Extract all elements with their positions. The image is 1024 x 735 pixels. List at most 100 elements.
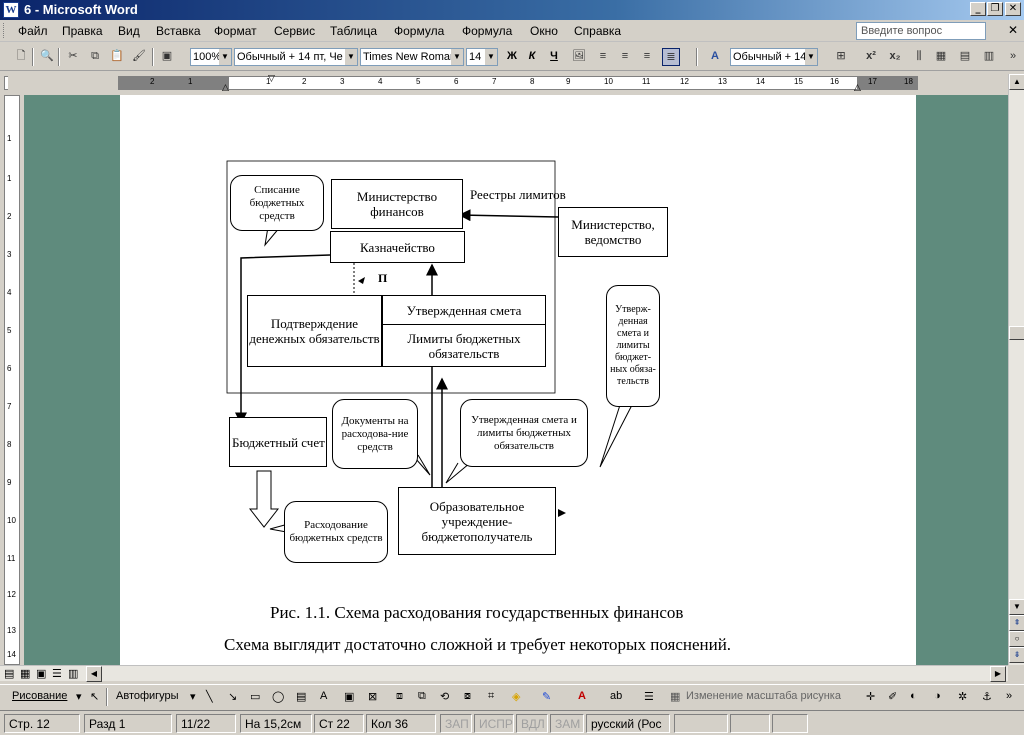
pencil-icon[interactable]: ✐ [888, 691, 898, 703]
menu-tools[interactable]: Сервис [274, 24, 316, 38]
menu-table[interactable]: Таблица [330, 24, 378, 38]
status-rec[interactable]: ЗАП [440, 714, 472, 733]
line-icon[interactable]: ╲ [206, 691, 213, 703]
status-track-changes[interactable]: ИСПР [474, 714, 514, 733]
align-center-icon[interactable]: ≡ [621, 50, 629, 62]
underline-button[interactable]: Ч [550, 50, 558, 62]
fill-color-icon[interactable]: ◈ [512, 691, 521, 703]
rectangle-icon[interactable]: ▭ [250, 691, 261, 703]
help-question-input[interactable]: Введите вопрос [856, 22, 986, 40]
menu-file[interactable]: Файл [18, 24, 48, 38]
line-color-icon[interactable]: ✎ [542, 691, 552, 703]
bold-button[interactable]: Ж [507, 50, 517, 62]
zoom-select[interactable]: 100%▼ [190, 48, 232, 66]
resize-picture-icon[interactable]: ▦ [670, 691, 681, 703]
style-select-secondary[interactable]: Обычный + 14▼ [730, 48, 818, 66]
font-size-select[interactable]: 14▼ [466, 48, 498, 66]
previous-page-icon[interactable]: ⇞ [1009, 615, 1024, 631]
scroll-thumb[interactable] [1009, 326, 1024, 340]
toolbar-options-icon[interactable]: » [1009, 50, 1017, 62]
next-page-icon[interactable]: ⇟ [1009, 647, 1024, 663]
minimize-button[interactable]: _ [970, 2, 986, 16]
status-overtype[interactable]: ЗАМ [550, 714, 584, 733]
highlight-icon[interactable]: ab [610, 690, 623, 702]
outline-view-icon[interactable]: ☰ [52, 668, 62, 680]
crosshair-icon[interactable]: ✛ [866, 691, 876, 703]
crop-icon[interactable]: ⌗ [488, 690, 495, 702]
sparkle-icon[interactable]: ✲ [958, 691, 968, 703]
scroll-up-icon[interactable]: ▲ [1009, 74, 1024, 90]
paste-icon[interactable]: 📋 [110, 50, 124, 62]
status-language[interactable]: русский (Рос [586, 714, 670, 733]
oval-icon[interactable]: ◯ [272, 691, 285, 703]
close-document-icon[interactable]: ✕ [1008, 23, 1019, 37]
print-layout-icon[interactable]: ▣ [36, 668, 47, 680]
borders-icon[interactable]: ⊞ [836, 50, 846, 62]
scroll-right-icon[interactable]: ▶ [990, 666, 1006, 682]
align-right-icon[interactable]: ≡ [643, 50, 651, 62]
justify-icon[interactable]: ≣ [662, 48, 680, 66]
rotate-icon[interactable]: ⟲ [440, 691, 450, 703]
menu-insert[interactable]: Вставка [156, 24, 201, 38]
cut-icon[interactable]: ✂ [68, 50, 78, 62]
italic-button[interactable]: К [528, 50, 536, 62]
drawing-menu[interactable]: Рисование [12, 690, 68, 702]
draw-table-icon[interactable]: ▦ [935, 50, 947, 62]
normal-view-icon[interactable]: ▤ [4, 668, 15, 680]
menu-grip[interactable] [3, 23, 6, 38]
shadow-icon[interactable]: ◐ [910, 690, 917, 702]
menu-help[interactable]: Справка [574, 24, 622, 38]
superscript-icon[interactable]: x² [866, 50, 876, 62]
insert-row-icon[interactable]: ▥ [983, 50, 995, 62]
clip-art-icon[interactable]: ▣ [344, 691, 355, 703]
print-preview-icon[interactable]: 🔍 [40, 50, 54, 62]
text-box-icon[interactable]: ▤ [296, 691, 307, 703]
font-color-icon[interactable]: A [578, 690, 586, 702]
insert-picture-icon[interactable]: ⊠ [368, 691, 378, 703]
anchor-icon[interactable]: ⚓ [982, 691, 992, 703]
resize-picture-button[interactable]: Изменение масштаба рисунка [686, 690, 841, 702]
3d-icon[interactable]: ◑ [934, 690, 941, 702]
new-document-icon[interactable]: 🗋 [16, 50, 26, 62]
document-page[interactable]: Министерство финансов Реестры лимитов Ми… [120, 95, 916, 665]
menu-window[interactable]: Окно [530, 24, 558, 38]
horizontal-scrollbar[interactable]: ▤ ▦ ▣ ☰ ▥ ◀ ▶ [0, 665, 1008, 682]
web-view-icon[interactable]: ▦ [20, 668, 31, 680]
close-button[interactable]: ✕ [1005, 2, 1021, 16]
reading-view-icon[interactable]: ▥ [68, 668, 79, 680]
subscript-icon[interactable]: x₂ [889, 50, 901, 62]
arrow-icon[interactable]: ↘ [228, 691, 238, 703]
columns-icon[interactable]: ⫼ [916, 50, 922, 62]
horizontal-ruler[interactable]: 2 1 1 2 3 4 5 6 7 8 9 10 11 12 13 14 15 … [8, 73, 1008, 92]
align-left-icon[interactable]: ≡ [599, 50, 607, 62]
insert-column-icon[interactable]: ▤ [959, 50, 971, 62]
word-app-icon[interactable]: W [3, 2, 19, 18]
vertical-scrollbar[interactable]: ▲ ▼ ⇞ ○ ⇟ [1008, 74, 1024, 665]
align-objects-icon[interactable]: ⧇ [464, 690, 471, 702]
vertical-ruler[interactable]: 1 1 2 3 4 5 6 7 8 9 10 11 12 13 14 [4, 95, 20, 665]
menu-formula-1[interactable]: Формула [394, 24, 445, 38]
scroll-down-icon[interactable]: ▼ [1009, 599, 1024, 615]
status-spelling[interactable] [674, 714, 728, 733]
select-browse-object-icon[interactable]: ○ [1009, 631, 1024, 647]
line-style-icon[interactable]: ☰ [644, 691, 654, 703]
autoshapes-menu[interactable]: Автофигуры [116, 690, 179, 702]
insert-image-icon[interactable]: 🖼 [572, 50, 586, 62]
scroll-left-icon[interactable]: ◀ [86, 666, 102, 682]
wordart-icon[interactable]: A [320, 690, 328, 702]
select-objects-icon[interactable]: ↖ [90, 691, 100, 703]
style-select[interactable]: Обычный + 14 пт, Че▼ [234, 48, 358, 66]
right-indent-marker[interactable]: △ [854, 82, 861, 92]
menu-edit[interactable]: Правка [62, 24, 103, 38]
insert-picture-icon[interactable]: ▣ [161, 50, 173, 62]
format-painter-icon[interactable]: 🖌 [132, 50, 146, 62]
menu-format[interactable]: Формат [214, 24, 257, 38]
menu-formula-2[interactable]: Формула [462, 24, 513, 38]
status-extend[interactable]: ВДЛ [516, 714, 548, 733]
styles-pane-icon[interactable]: A [711, 50, 719, 62]
ungroup-icon[interactable]: ⧉ [418, 690, 426, 702]
copy-icon[interactable]: ⧉ [91, 50, 99, 62]
first-line-indent-marker[interactable]: ▽ [268, 73, 275, 83]
group-icon[interactable]: ⧈ [396, 690, 403, 702]
restore-button[interactable]: ❐ [987, 2, 1003, 16]
